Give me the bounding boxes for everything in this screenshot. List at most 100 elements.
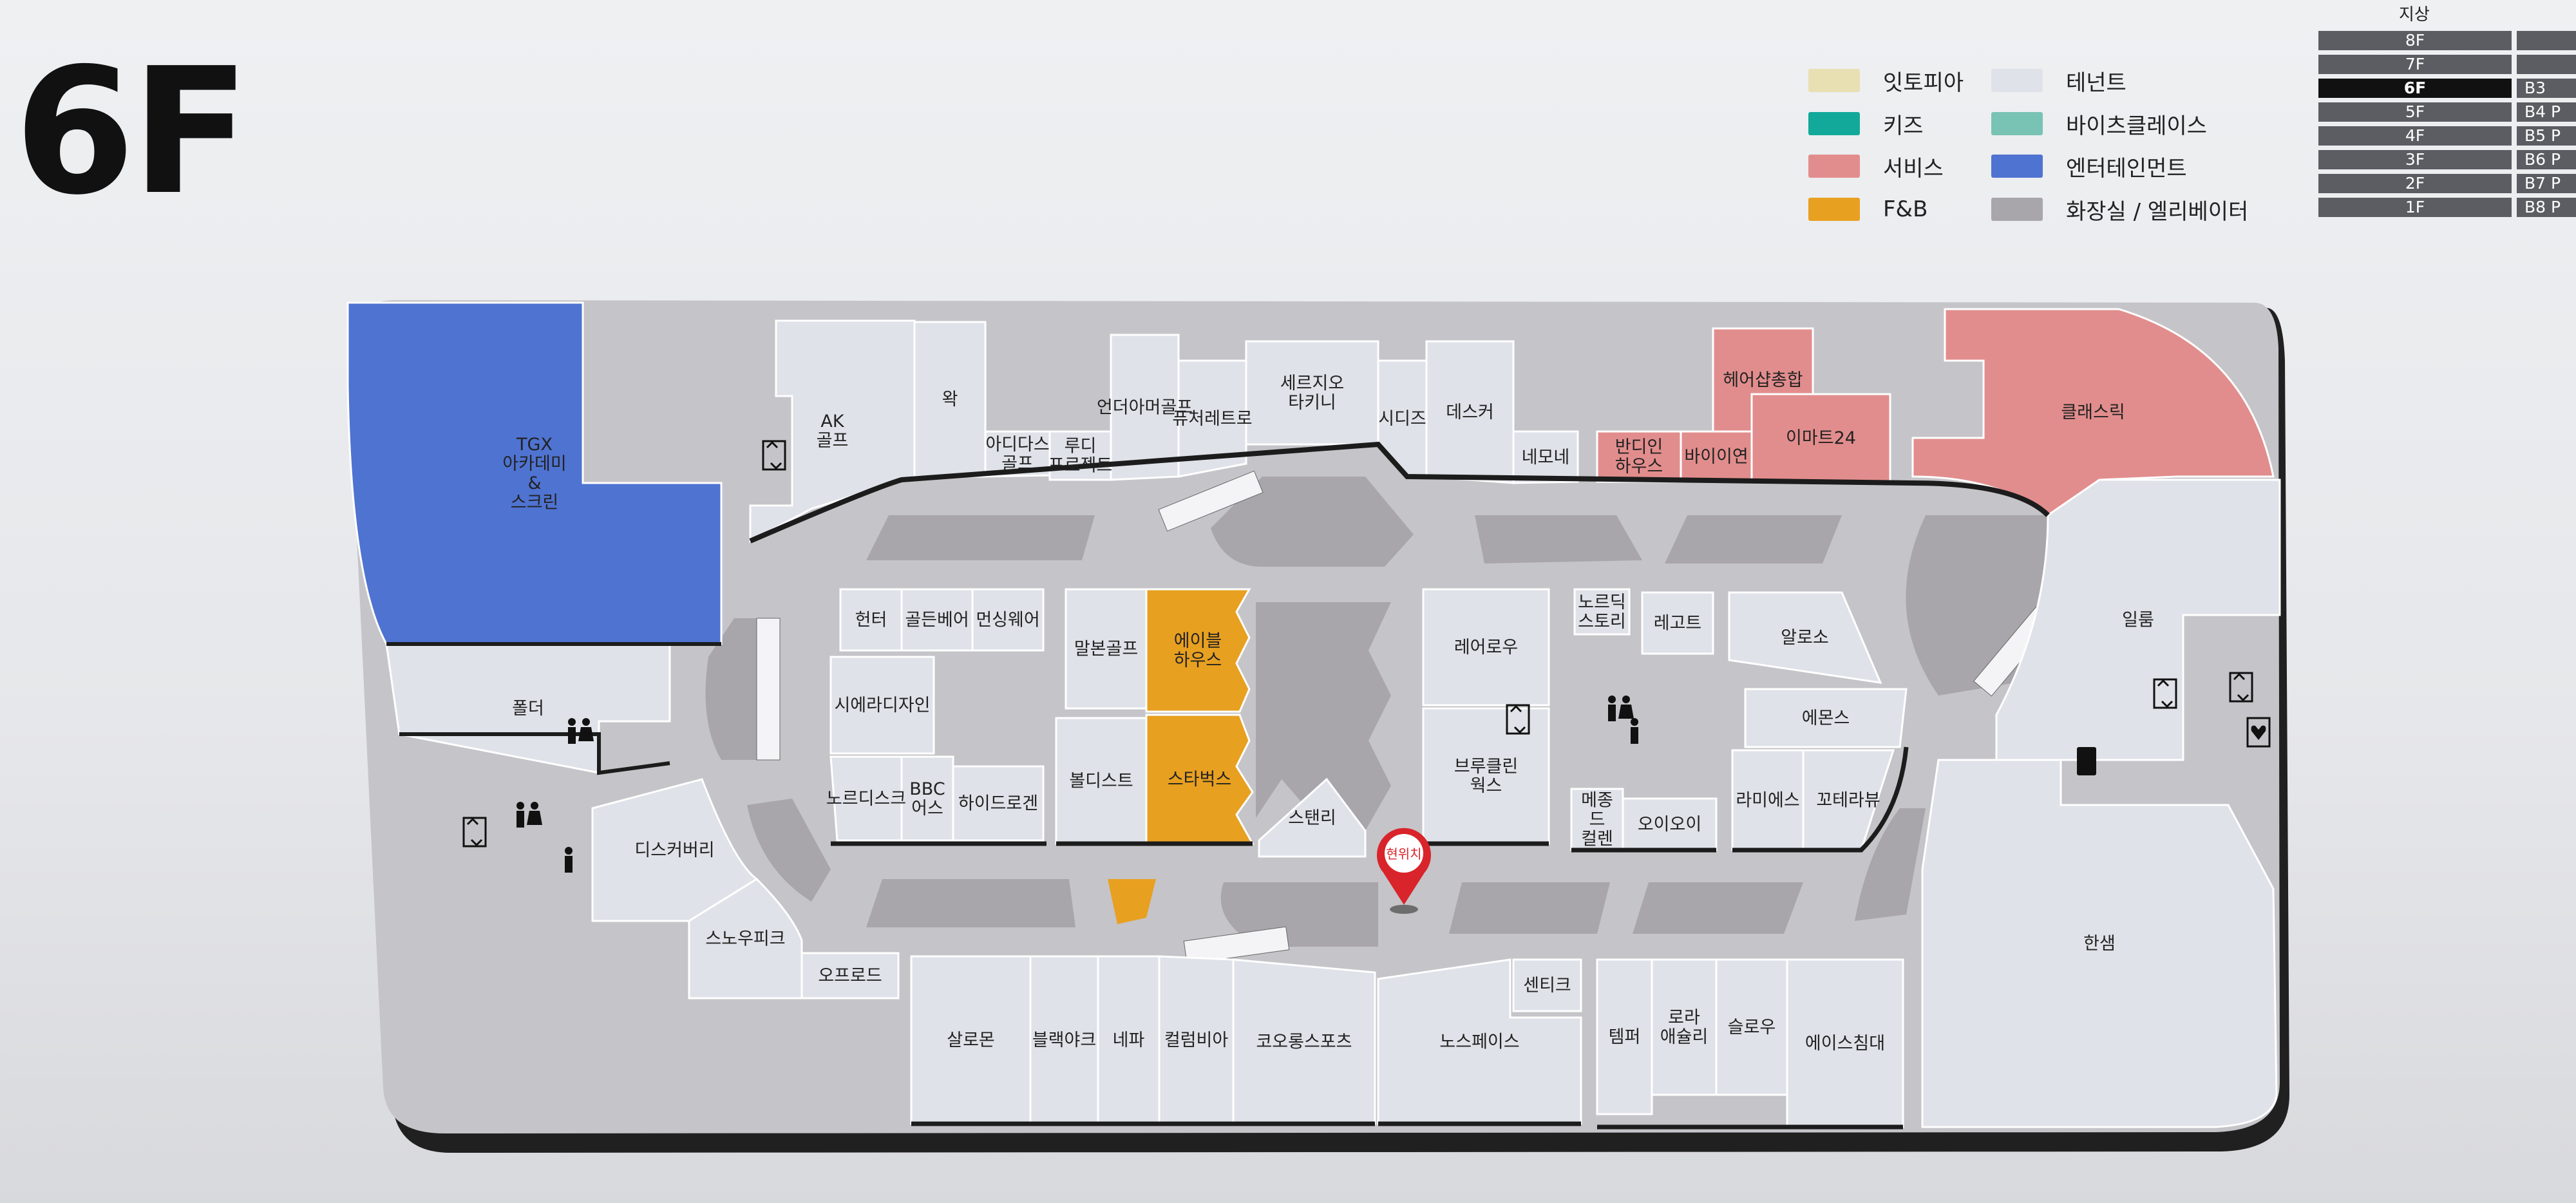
elevator-icon xyxy=(2153,678,2177,709)
store-stanley[interactable] xyxy=(1258,777,1367,858)
store-snow-peak[interactable] xyxy=(688,878,803,999)
floor-button-b4[interactable]: B4 P xyxy=(2517,102,2576,122)
store-label: 스토리 xyxy=(1578,612,1626,632)
floor-button-b3[interactable]: B3 xyxy=(2517,79,2576,98)
floor-button-3f[interactable]: 3F xyxy=(2318,150,2512,169)
restroom-icon xyxy=(565,847,573,873)
store-label: 바이이연 xyxy=(1684,447,1748,467)
floor-button-1f[interactable]: 1F xyxy=(2318,198,2512,217)
restroom-icon xyxy=(1608,696,1634,721)
store-munsingwear[interactable] xyxy=(971,588,1045,652)
legend-item: 화장실 / 엘리베이터 xyxy=(1991,196,2249,225)
store-label: 일룸 xyxy=(2122,611,2154,630)
store-seiera[interactable] xyxy=(829,656,935,755)
store-labels: TGX아카데미&스크린폴더AK골프왁아디다스골프루디프로젝트언더아머골프퓨처레트… xyxy=(502,370,2154,1054)
store-label: 컬럼비아 xyxy=(1164,1030,1229,1050)
store-label: 꼬테라뷰 xyxy=(1816,791,1880,811)
store-label: 센티크 xyxy=(1523,976,1571,996)
store-label: 루디 xyxy=(1065,437,1097,457)
store-label: 시디즈 xyxy=(1378,409,1426,429)
store-future-retro[interactable] xyxy=(1177,359,1247,478)
legend-swatch xyxy=(1808,112,1860,135)
store-label: 로라 xyxy=(1668,1008,1700,1028)
store-legot[interactable] xyxy=(1641,591,1714,655)
store-label: BBC xyxy=(909,779,945,799)
store-label: 골프 xyxy=(1001,454,1034,474)
store-label: TGX xyxy=(516,435,553,455)
store-centique[interactable] xyxy=(1512,958,1582,1012)
floor-button-2f[interactable]: 2F xyxy=(2318,174,2512,193)
store-label: 애슐리 xyxy=(1660,1027,1709,1047)
legend-label: 화장실 / 엘리베이터 xyxy=(2066,198,2249,225)
heart-icon xyxy=(2246,717,2271,748)
store-label: 드 xyxy=(1589,810,1605,830)
legend-item: F&B xyxy=(1808,196,1927,222)
store-label: 웍스 xyxy=(1470,776,1502,796)
store-label: 골프 xyxy=(817,431,849,451)
store-label: 하우스 xyxy=(1615,457,1663,477)
restroom-icon xyxy=(516,802,542,828)
floor-button-6f[interactable]: 6F xyxy=(2318,79,2512,98)
store-label: AK xyxy=(820,412,844,431)
legend-label: 엔터테인먼트 xyxy=(2066,155,2187,182)
store-label: 골든베어 xyxy=(905,611,969,630)
store-label: 컬렌 xyxy=(1581,829,1613,849)
store-label: 코오롱스포츠 xyxy=(1256,1032,1352,1052)
store-label: 스크린 xyxy=(511,493,559,513)
wall xyxy=(749,441,2050,544)
store-label: 하우스 xyxy=(1174,650,1222,670)
legend-swatch xyxy=(1808,69,1860,92)
atrium-void xyxy=(866,879,1075,927)
store-label: 말본골프 xyxy=(1074,639,1138,659)
floor-button-b7[interactable]: B7 P xyxy=(2517,174,2576,193)
store-nemone[interactable] xyxy=(1512,430,1579,484)
atrium-void xyxy=(1633,882,1803,934)
store-label: 이마트24 xyxy=(1786,428,1856,448)
atrium-void xyxy=(1449,882,1610,934)
floor-button-b8[interactable]: B8 P xyxy=(2517,198,2576,217)
store-label: 스탠리 xyxy=(1288,808,1336,828)
floor-button-basement[interactable] xyxy=(2517,31,2576,50)
store-label: 레어로우 xyxy=(1454,638,1518,658)
wall xyxy=(911,1121,1903,1130)
floor-button-4f[interactable]: 4F xyxy=(2318,126,2512,146)
atrium-void xyxy=(866,515,1095,560)
store-alloso[interactable] xyxy=(1728,591,1882,684)
floor-button-b5[interactable]: B5 P xyxy=(2517,126,2576,146)
store-able-house[interactable] xyxy=(1145,588,1251,713)
floor-button-basement[interactable] xyxy=(2517,55,2576,74)
store-label: 데스커 xyxy=(1446,403,1494,422)
store-hi-droegen[interactable] xyxy=(952,765,1045,842)
store-label: 알로소 xyxy=(1781,628,1829,648)
floor-button-5f[interactable]: 5F xyxy=(2318,102,2512,122)
store-label: 오프로드 xyxy=(818,966,882,986)
store-classic[interactable] xyxy=(1911,308,2275,516)
current-location-label: 현위치 xyxy=(1386,846,1421,862)
legend-item: 테넌트 xyxy=(1991,68,2126,96)
store-label: 네파 xyxy=(1113,1030,1145,1050)
floor-button-7f[interactable]: 7F xyxy=(2318,55,2512,74)
store-label: 블랙야크 xyxy=(1032,1030,1096,1050)
legend-swatch xyxy=(1991,112,2043,135)
store-ilrum[interactable] xyxy=(1995,478,2281,761)
store-label: 에이스침대 xyxy=(1805,1034,1885,1054)
legend-item: 잇토피아 xyxy=(1808,68,1964,96)
store-tempur[interactable] xyxy=(1596,958,1653,1115)
store-emons[interactable] xyxy=(1744,688,1908,748)
elevator-icon xyxy=(762,440,786,471)
store-label: 퓨처레트로 xyxy=(1172,409,1252,429)
store-lairoe[interactable] xyxy=(1422,588,1550,706)
store-label: 레고트 xyxy=(1654,614,1702,634)
store-label: 살로몬 xyxy=(947,1030,995,1050)
legend-label: F&B xyxy=(1883,196,1928,222)
legend-swatch xyxy=(1808,155,1860,178)
store-label: 네모네 xyxy=(1522,448,1570,468)
floor-button-8f[interactable]: 8F xyxy=(2318,31,2512,50)
trash-icon xyxy=(2077,747,2096,775)
store-hanssem[interactable] xyxy=(1921,759,2278,1128)
floor-button-b6[interactable]: B6 P xyxy=(2517,150,2576,169)
store-label: 먼싱웨어 xyxy=(976,611,1039,630)
store-offroad[interactable] xyxy=(800,952,900,999)
store-nordic-stories[interactable] xyxy=(1573,588,1631,636)
